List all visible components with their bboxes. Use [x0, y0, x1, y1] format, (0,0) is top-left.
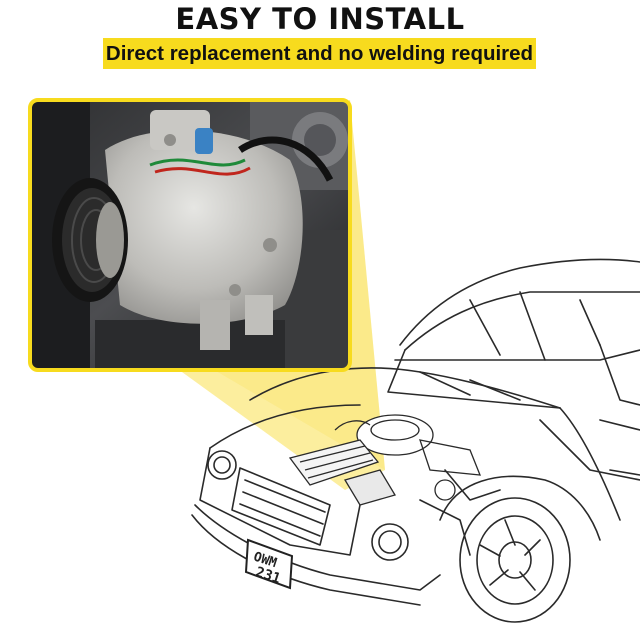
photo-frame — [28, 98, 352, 372]
svg-text:231: 231 — [253, 564, 282, 587]
headline: EASY TO INSTALL — [175, 2, 465, 36]
engine-bay — [288, 414, 482, 506]
subline: Direct replacement and no welding requir… — [105, 41, 534, 65]
subline-highlight — [103, 38, 536, 69]
compressor-photo — [30, 100, 350, 370]
license-plate: OWM 231 — [244, 538, 294, 590]
svg-text:OWM: OWM — [252, 550, 279, 572]
